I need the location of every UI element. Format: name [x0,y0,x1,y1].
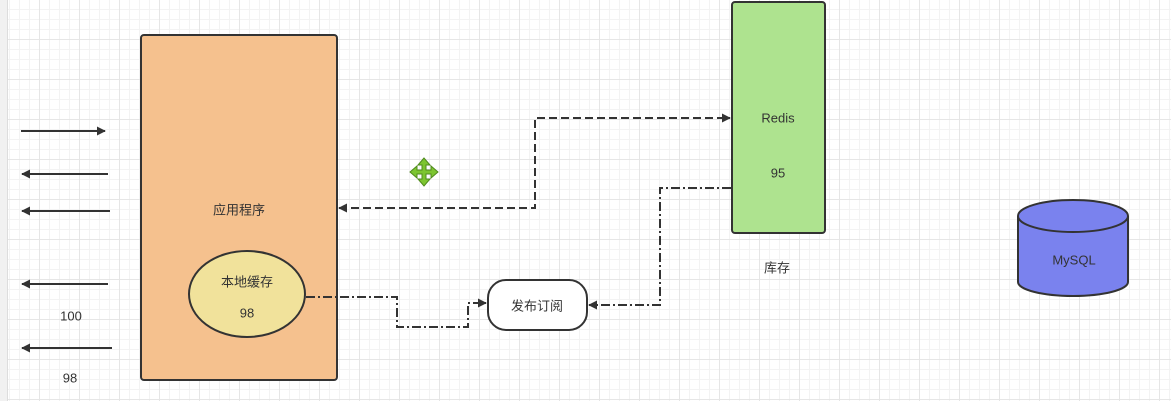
pubsub-box[interactable] [487,279,588,331]
redis-pubsub-connector[interactable] [588,187,731,310]
redis-box[interactable] [731,1,826,234]
redis-label: Redis [761,110,795,126]
redis-app-connector[interactable] [338,113,731,213]
mysql-label: MySQL [1052,252,1096,268]
local-cache-label: 本地缓存 [220,274,274,290]
mysql-cylinder[interactable] [1017,199,1129,297]
left-label-second: 98 [62,370,78,386]
cache-pubsub-connector[interactable] [306,296,487,328]
local-cache-value: 98 [239,305,255,321]
app-label: 应用程序 [212,202,266,218]
redis-value: 95 [770,165,786,181]
redis-caption: 库存 [763,260,791,276]
pubsub-label: 发布订阅 [510,298,564,314]
local-cache-ellipse[interactable] [188,250,306,338]
left-ruler-strip [0,0,8,401]
left-label-first: 100 [60,308,82,324]
move-arrows-icon [409,157,439,187]
